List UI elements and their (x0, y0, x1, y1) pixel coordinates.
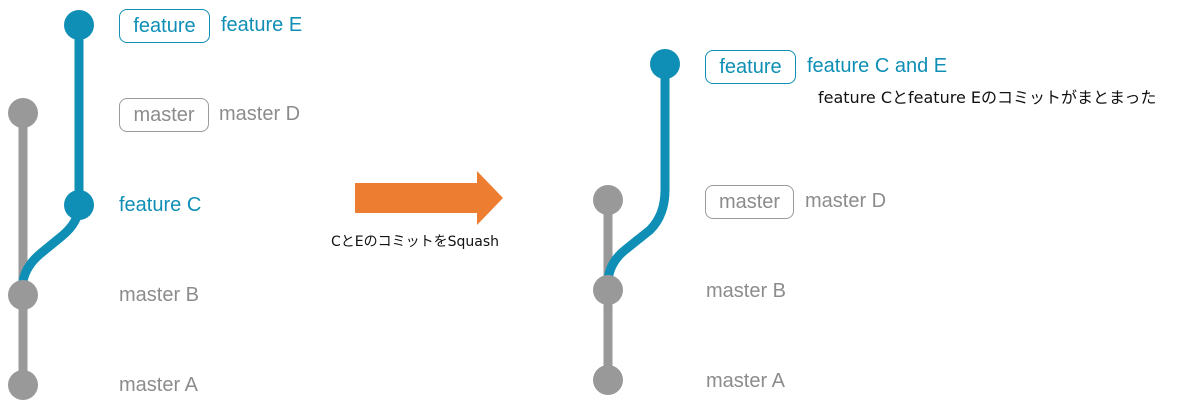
before-commit-label-feature-e: feature E (221, 14, 303, 36)
before-commit-master-b (8, 280, 38, 310)
squash-arrow (355, 171, 503, 225)
after-commit-master-a (593, 365, 623, 395)
before-commit-label-master-b: master B (119, 284, 200, 306)
after-commit-master-b (593, 275, 623, 305)
after-feature-branch-tag: feature (705, 50, 796, 84)
before-commit-label-feature-c: feature C (119, 194, 202, 216)
squash-caption: CとEのコミットをSquash (331, 234, 500, 250)
before-commit-label-master-a: master A (119, 374, 198, 396)
before-feature-branch-line (18, 20, 84, 286)
after-commit-label-master-b: master B (706, 280, 787, 302)
after-master-branch-tag: master (705, 185, 794, 219)
before-commit-master-d (8, 98, 38, 128)
before-commit-label-master-d: master D (219, 103, 301, 125)
before-commit-feature-e (64, 10, 94, 40)
before-master-branch-tag: master (119, 98, 209, 132)
before-commit-master-a (8, 370, 38, 400)
after-commit-feature-c-and-e (650, 49, 680, 79)
after-squash-note: feature Cとfeature Eのコミットがまとまった (818, 88, 1157, 107)
before-feature-branch-tag: feature (119, 9, 210, 43)
after-commit-label-master-a: master A (706, 370, 785, 392)
after-commit-label-feature-c-and-e: feature C and E (807, 55, 948, 77)
after-commit-master-d (593, 185, 623, 215)
before-commit-feature-c (64, 190, 94, 220)
after-commit-label-master-d: master D (805, 190, 887, 212)
after-feature-branch-line (603, 59, 670, 285)
